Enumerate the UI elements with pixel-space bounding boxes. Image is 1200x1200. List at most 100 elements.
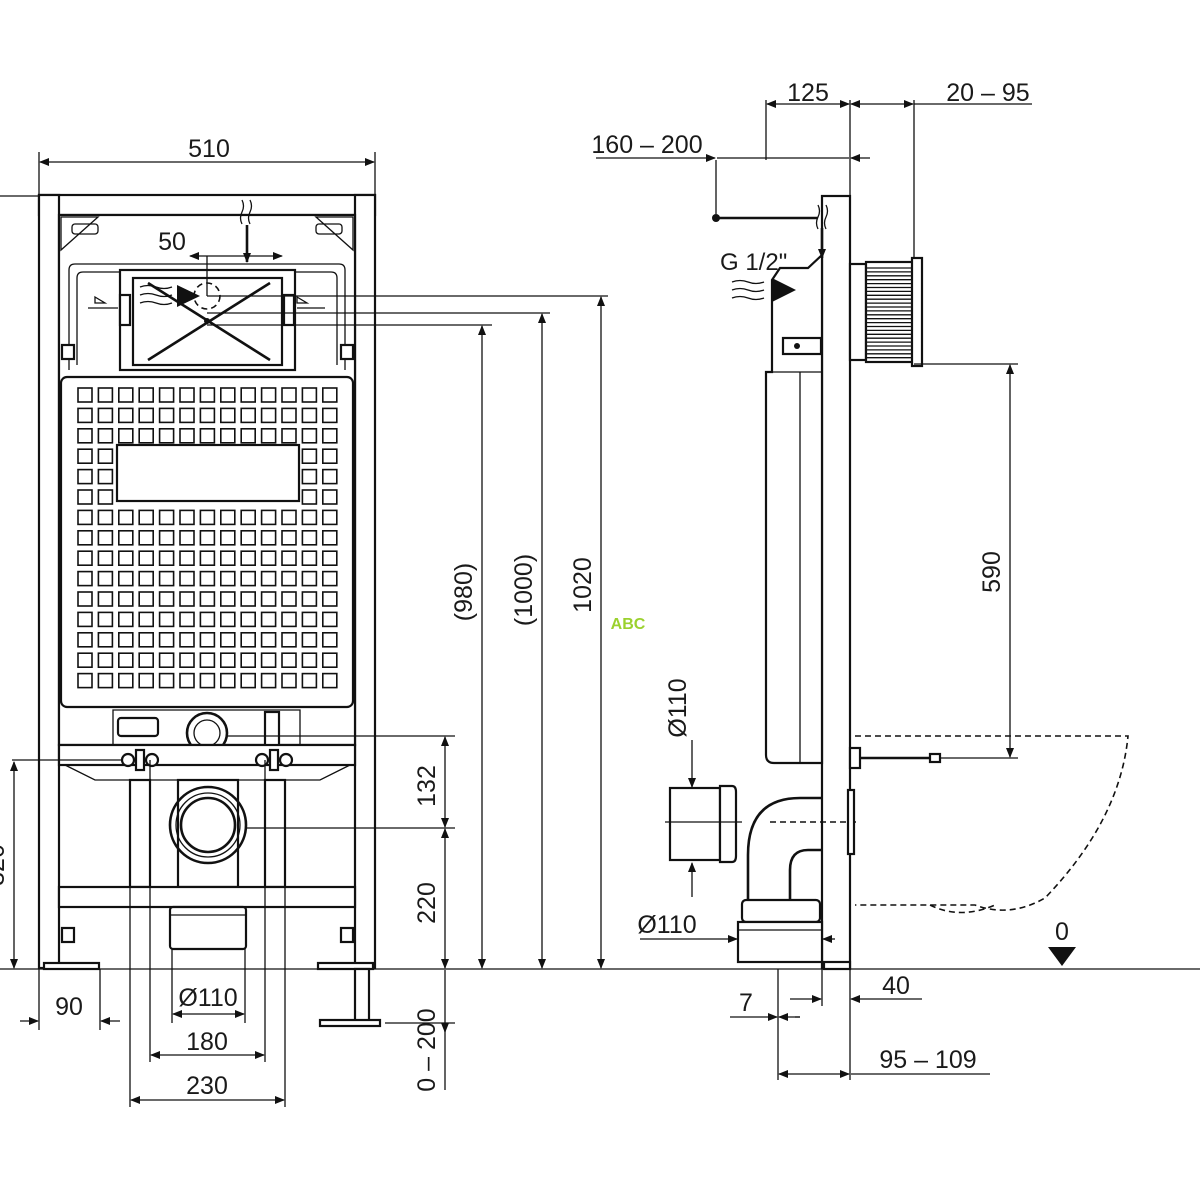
side-tank-body — [764, 252, 824, 765]
grid-square — [220, 550, 236, 567]
grid-square — [301, 489, 318, 505]
frame-top-rail — [37, 193, 377, 217]
dim-40: 40 — [882, 972, 910, 1000]
grid-square — [301, 529, 318, 546]
grid-square — [240, 427, 256, 444]
drain-pipe-lower — [736, 920, 824, 964]
level-mark-left — [88, 295, 118, 309]
dim-95-109: 95 – 109 — [879, 1046, 976, 1074]
grid-square — [77, 468, 93, 485]
grid-square — [260, 652, 277, 669]
frame-right-post — [353, 193, 377, 970]
wall-connector — [846, 788, 856, 856]
grid-square — [97, 631, 114, 648]
grid-square — [77, 672, 93, 689]
grid-square — [118, 509, 134, 526]
grid-square — [199, 407, 216, 424]
side-foot — [822, 960, 852, 971]
clip-left — [71, 223, 99, 235]
grid-square — [179, 672, 195, 689]
grid-square — [179, 652, 195, 669]
grid-square — [260, 529, 277, 546]
grid-square — [220, 509, 236, 526]
drain-socket — [740, 898, 822, 924]
grid-square — [158, 611, 175, 628]
grid-square — [281, 387, 297, 403]
side-frame-post — [820, 194, 852, 970]
grid-square — [77, 387, 93, 403]
grid-square — [260, 427, 277, 444]
grid-square — [301, 550, 318, 567]
hook-right — [339, 343, 355, 361]
bolt-right — [268, 748, 280, 772]
grid-square — [321, 672, 338, 689]
grid-square — [77, 407, 93, 424]
grid-square — [158, 407, 175, 424]
grid-square — [199, 611, 216, 628]
side-inlet-wavy-icon — [815, 204, 829, 230]
grid-square — [158, 387, 175, 403]
grid-square — [77, 611, 93, 628]
grid-square — [77, 509, 93, 526]
dim-0-200: 0 – 200 — [413, 1008, 441, 1091]
bottom-bracket-tab-right — [263, 710, 281, 748]
bolt-nut-left-b — [144, 752, 160, 768]
grid-square — [77, 631, 93, 648]
flush-arrow-icon — [177, 285, 200, 307]
bolt-left — [134, 748, 146, 772]
grid-square — [179, 509, 195, 526]
grid-square — [240, 407, 256, 424]
grid-square — [281, 631, 297, 648]
grid-square — [97, 672, 114, 689]
inlet-label: G 1/2" — [720, 249, 787, 276]
grid-square — [301, 591, 318, 607]
grid-square — [77, 448, 93, 465]
grid-square — [179, 407, 195, 424]
grid-square — [220, 407, 236, 424]
grid-square — [77, 652, 93, 669]
grid-square — [179, 550, 195, 567]
grid-square — [138, 570, 154, 587]
grid-square — [199, 652, 216, 669]
front-view: 510 50 (980) (1000) 1020 132 220 0 – 200… — [0, 135, 608, 1107]
grid-square — [321, 468, 338, 485]
grid-square — [260, 509, 277, 526]
side-tab-left — [118, 293, 132, 327]
grid-square — [301, 448, 318, 465]
grid-square — [118, 407, 134, 424]
grid-square — [97, 489, 114, 505]
grid-square — [179, 570, 195, 587]
drain-pipe-outer — [168, 785, 248, 865]
grid-square — [321, 550, 338, 567]
grid-square — [199, 387, 216, 403]
crossbar — [57, 743, 357, 767]
grid-square — [240, 672, 256, 689]
frame-left-post — [37, 193, 61, 970]
grid-square — [118, 631, 134, 648]
flush-actuator-body — [848, 262, 868, 362]
bracket-post-right — [263, 778, 287, 889]
grid-square — [240, 550, 256, 567]
pipe-diameter-top: Ø110 — [664, 678, 692, 737]
grid-square — [97, 387, 114, 403]
level-mark-right — [296, 295, 325, 309]
grid-square — [281, 427, 297, 444]
grid-square — [260, 631, 277, 648]
grid-square — [77, 550, 93, 567]
grid-square — [138, 611, 154, 628]
grid-square — [97, 509, 114, 526]
grid-square — [301, 509, 318, 526]
grid-square — [138, 652, 154, 669]
grid-square — [321, 529, 338, 546]
grid-square — [301, 468, 318, 485]
wc-bowl-outline — [855, 735, 1129, 911]
grid-square — [281, 611, 297, 628]
grid-square — [179, 631, 195, 648]
grid-square — [301, 652, 318, 669]
grid-square — [138, 591, 154, 607]
wc-bowl-trap — [929, 904, 996, 914]
crossbar-bracket — [64, 764, 351, 781]
bottom-bracket — [112, 709, 301, 745]
grid-square — [199, 672, 216, 689]
grid-square — [240, 387, 256, 403]
